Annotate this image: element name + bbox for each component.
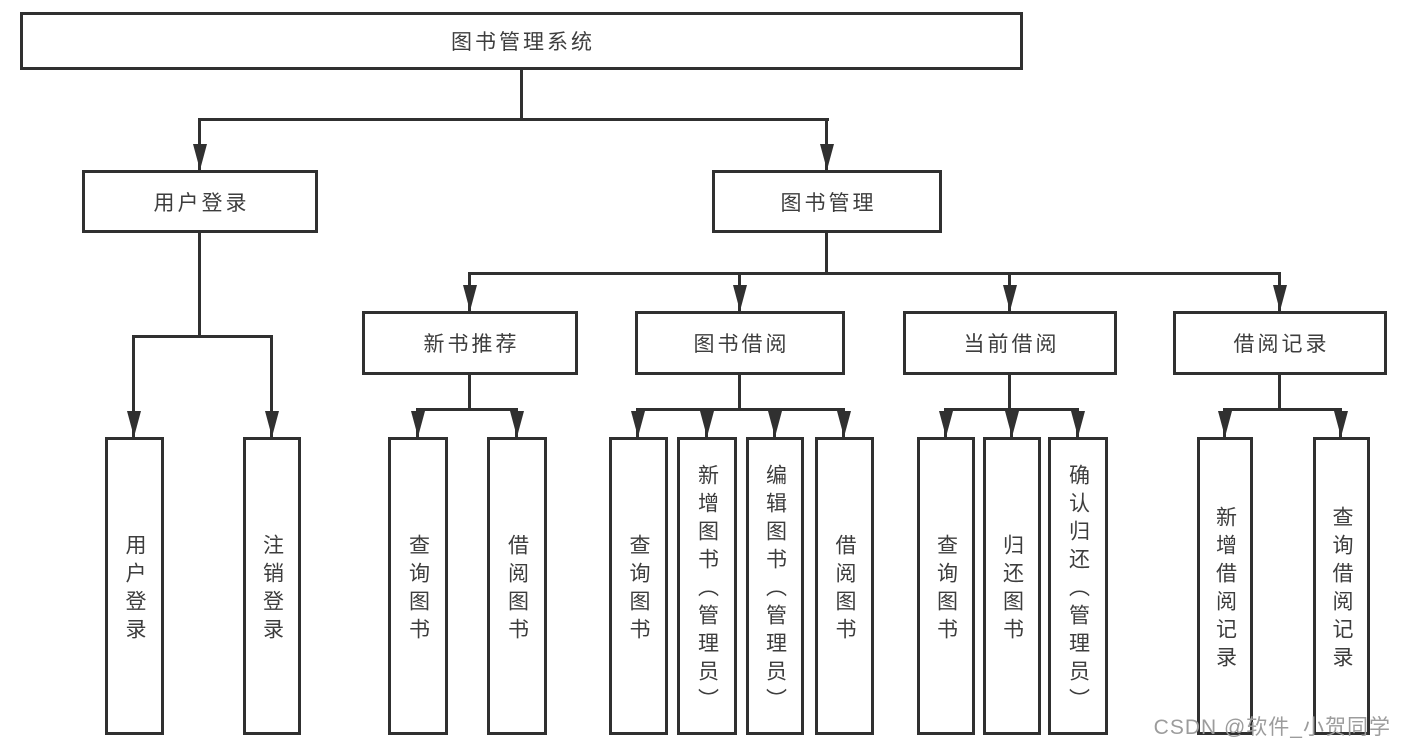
arrowhead-user-login (193, 144, 207, 170)
connector-new-book-trunk (468, 375, 471, 408)
arrowhead-nb-query (411, 411, 425, 437)
leaf-nb-borrow-books: 借阅图书 (487, 437, 547, 735)
arrowhead-br-add (1218, 411, 1232, 437)
leaf-nb-query-books: 查询图书 (388, 437, 448, 735)
leaf-logout-label: 注销登录 (260, 533, 284, 646)
arrowhead-new-book (463, 285, 477, 311)
arrowhead-bb-add (700, 411, 714, 437)
arrowhead-bb-edit (768, 411, 782, 437)
connector-root-trunk (520, 70, 523, 118)
csdn-watermark: CSDN @软件_小贺同学 (1153, 716, 1391, 739)
node-new-book-recommend-label: 新书推荐 (423, 333, 520, 356)
leaf-br-add-record: 新增借阅记录 (1197, 437, 1253, 735)
connector-book-management-trunk (825, 233, 828, 272)
arrowhead-book-management (820, 144, 834, 170)
node-borrow-records: 借阅记录 (1173, 311, 1387, 375)
arrowhead-nb-borrow (510, 411, 524, 437)
connector-user-login-branch (132, 335, 273, 338)
leaf-cb-confirm-return-admin-label: 确认归还（管理员） (1066, 463, 1090, 716)
connector-borrow-records-trunk (1278, 375, 1281, 408)
arrowhead-leaf-login (127, 411, 141, 437)
node-book-borrow-label: 图书借阅 (693, 333, 790, 356)
leaf-cb-query-books-label: 查询图书 (934, 533, 958, 646)
leaf-nb-query-books-label: 查询图书 (406, 533, 430, 646)
connector-borrow-records-branch (1223, 408, 1342, 411)
leaf-cb-confirm-return-admin: 确认归还（管理员） (1048, 437, 1108, 735)
arrowhead-current-borrow (1003, 285, 1017, 311)
connector-new-book-branch (416, 408, 518, 411)
leaf-bb-borrow-books-label: 借阅图书 (833, 533, 856, 646)
leaf-logout: 注销登录 (243, 437, 301, 735)
arrowhead-cb-return (1005, 411, 1019, 437)
leaf-user-login: 用户登录 (105, 437, 164, 735)
leaf-bb-add-book-admin: 新增图书（管理员） (677, 437, 737, 735)
arrowhead-bb-borrow (837, 411, 851, 437)
leaf-bb-borrow-books: 借阅图书 (815, 437, 874, 735)
node-user-login-label: 用户登录 (153, 191, 250, 215)
node-new-book-recommend: 新书推荐 (362, 311, 578, 375)
arrowhead-borrow-records (1273, 285, 1287, 311)
connector-level1-branch (199, 118, 829, 121)
arrowhead-book-borrow (733, 285, 747, 311)
connector-stem-leaf-logout (270, 335, 273, 437)
connector-book-borrow-trunk (738, 375, 741, 408)
connector-user-login-trunk (198, 233, 201, 335)
connector-book-borrow-branch (636, 408, 845, 411)
leaf-cb-return-book: 归还图书 (983, 437, 1041, 735)
node-user-login: 用户登录 (82, 170, 318, 233)
node-current-borrow-label: 当前借阅 (963, 333, 1060, 356)
connector-level2-branch (468, 272, 1281, 275)
leaf-br-query-record-label: 查询借阅记录 (1330, 505, 1353, 674)
arrowhead-cb-query (939, 411, 953, 437)
leaf-bb-query-books: 查询图书 (609, 437, 668, 735)
connector-stem-leaf-login (132, 335, 135, 437)
leaf-bb-query-books-label: 查询图书 (627, 533, 650, 646)
arrowhead-br-query (1334, 411, 1348, 437)
leaf-user-login-label: 用户登录 (123, 533, 146, 646)
leaf-bb-edit-book-admin-label: 编辑图书（管理员） (763, 463, 787, 716)
connector-current-borrow-trunk (1008, 375, 1011, 408)
arrowhead-bb-query (631, 411, 645, 437)
leaf-bb-add-book-admin-label: 新增图书（管理员） (695, 463, 719, 716)
node-borrow-records-label: 借阅记录 (1233, 333, 1330, 356)
node-root-label: 图书管理系统 (451, 31, 595, 54)
node-book-management: 图书管理 (712, 170, 942, 233)
leaf-br-query-record: 查询借阅记录 (1313, 437, 1370, 735)
leaf-bb-edit-book-admin: 编辑图书（管理员） (746, 437, 804, 735)
leaf-cb-return-book-label: 归还图书 (1000, 533, 1024, 646)
node-book-management-label: 图书管理 (780, 191, 877, 215)
leaf-cb-query-books: 查询图书 (917, 437, 975, 735)
arrowhead-cb-confirm (1071, 411, 1085, 437)
leaf-br-add-record-label: 新增借阅记录 (1213, 505, 1237, 674)
leaf-nb-borrow-books-label: 借阅图书 (505, 533, 529, 646)
node-book-borrow: 图书借阅 (635, 311, 845, 375)
node-root: 图书管理系统 (20, 12, 1023, 70)
node-current-borrow: 当前借阅 (903, 311, 1117, 375)
arrowhead-leaf-logout (265, 411, 279, 437)
